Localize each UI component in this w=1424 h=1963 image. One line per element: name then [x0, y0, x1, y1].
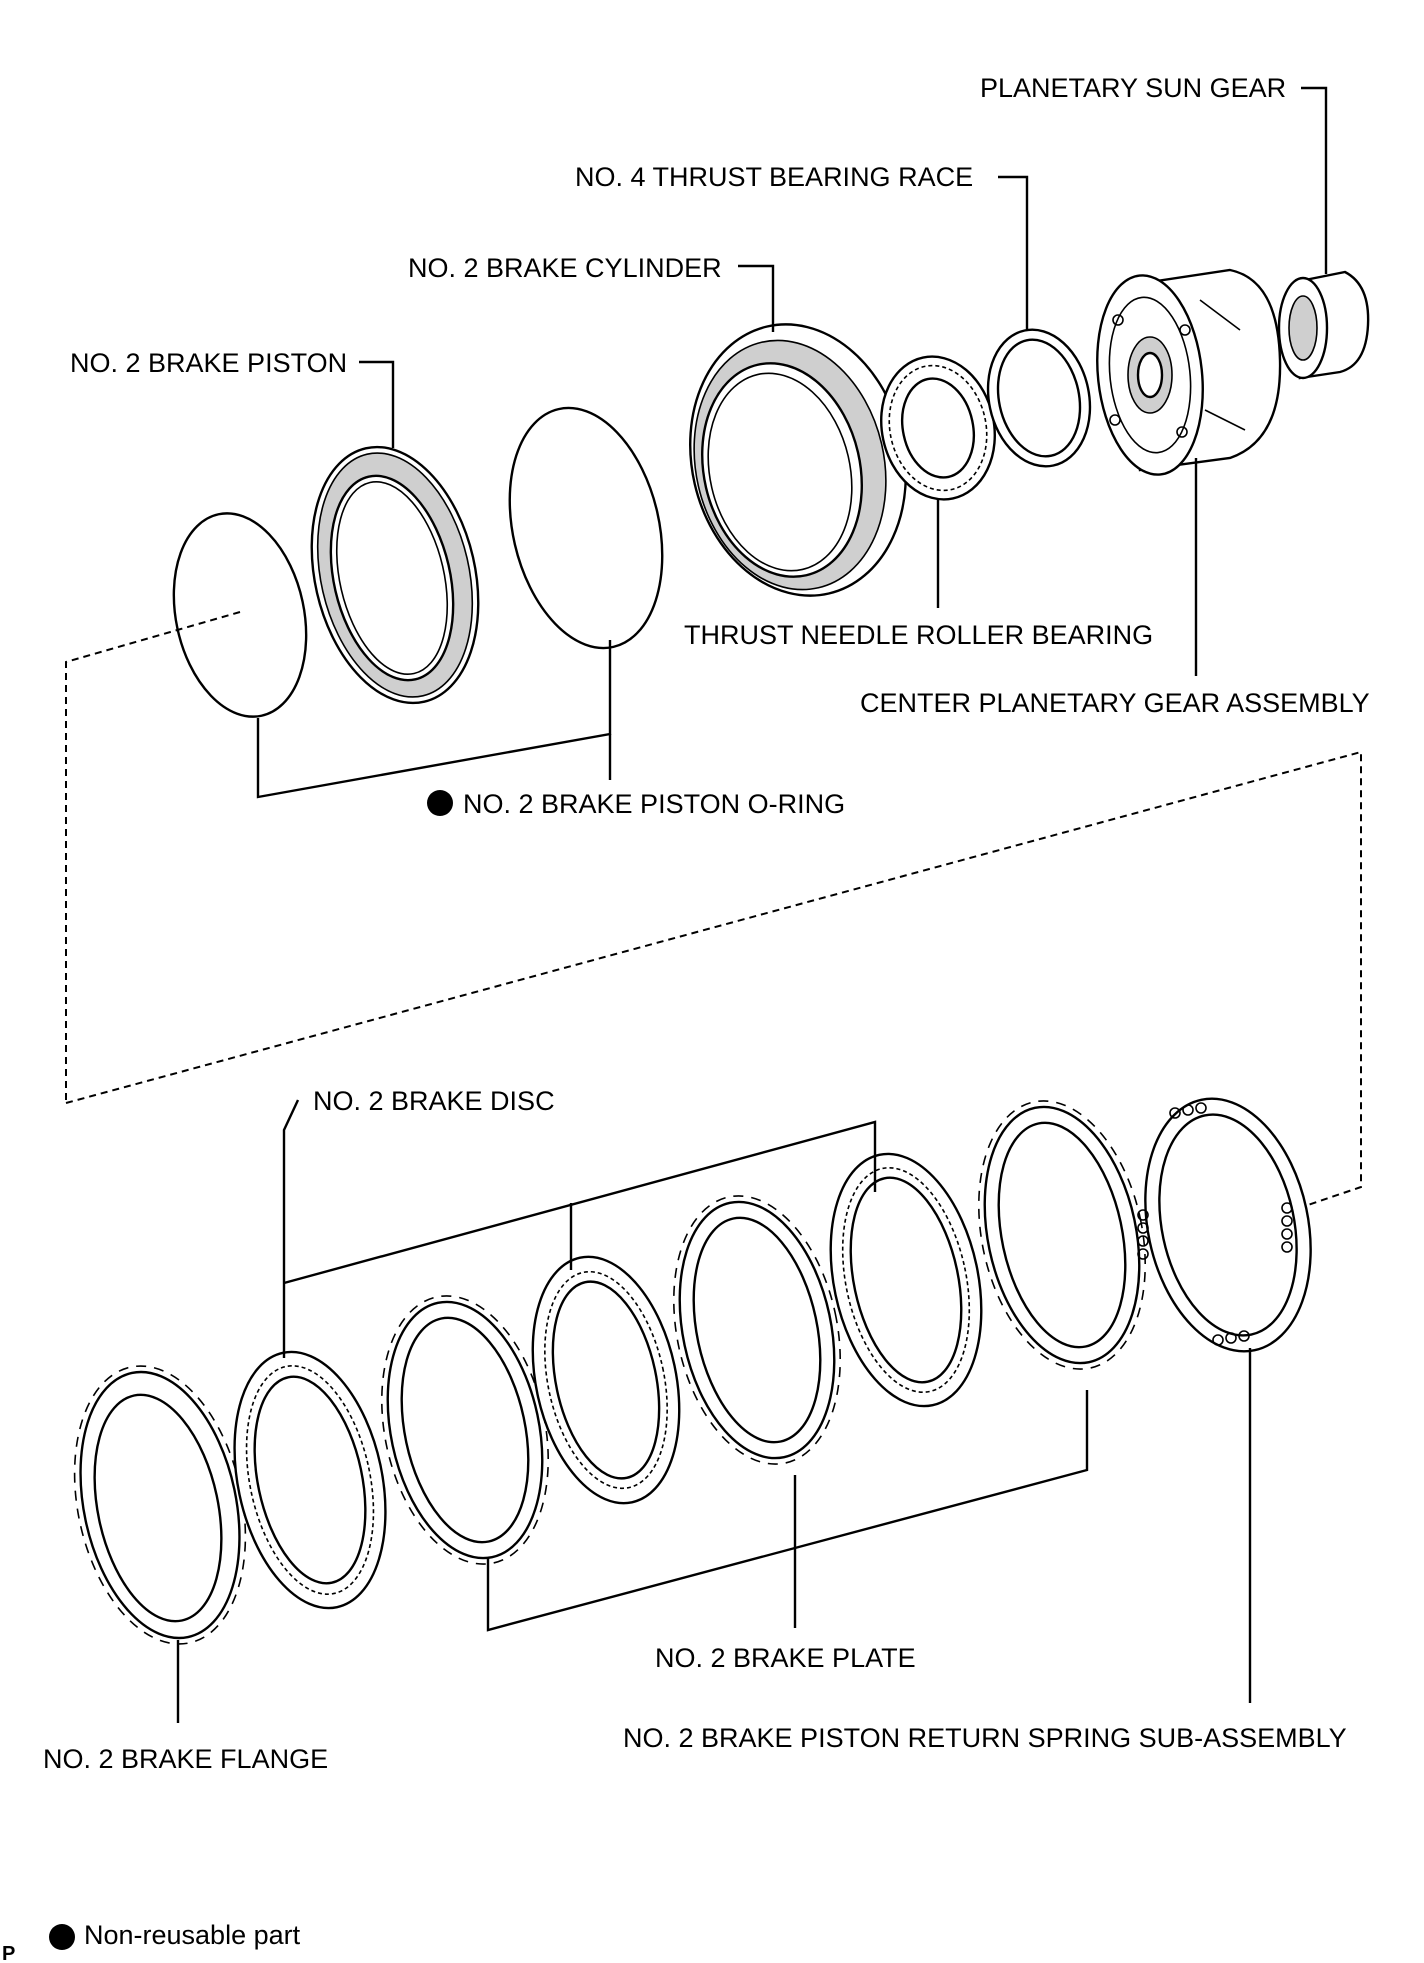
label-no2-brake-piston: NO. 2 BRAKE PISTON: [70, 348, 347, 378]
brake-plate-1-part: [380, 1295, 550, 1565]
leader-brake-disc: [282, 1099, 300, 1358]
o-ring-left-part: [172, 512, 308, 718]
brake-disc-1-part: [233, 1350, 387, 1610]
brake-piston-part: [310, 445, 480, 705]
label-thrust-needle-roller-bearing: THRUST NEEDLE ROLLER BEARING: [684, 620, 1153, 650]
planetary-gear-assembly-part: [1096, 268, 1282, 476]
label-no2-brake-piston-return-spring: NO. 2 BRAKE PISTON RETURN SPRING SUB-ASS…: [623, 1723, 1347, 1753]
legend-non-reusable-text: Non-reusable part: [84, 1920, 301, 1950]
brake-disc-3-part: [829, 1152, 983, 1408]
page-code: P: [2, 1943, 15, 1963]
non-reusable-marker-icon: [427, 790, 453, 816]
leader-brake-piston: [359, 360, 395, 448]
brake-disc-2-part: [531, 1255, 681, 1505]
label-planetary-sun-gear: PLANETARY SUN GEAR: [980, 73, 1286, 103]
brake-plate-2-part: [672, 1195, 842, 1465]
brake-plate-3-part: [977, 1100, 1147, 1370]
leader-o-ring: [256, 640, 612, 799]
return-spring-part: [1137, 1097, 1312, 1353]
alignment-dashed-line-left: [65, 611, 241, 1103]
label-no2-brake-flange: NO. 2 BRAKE FLANGE: [43, 1744, 328, 1774]
leader-sun-gear: [1301, 86, 1328, 274]
label-no2-brake-plate: NO. 2 BRAKE PLATE: [655, 1643, 916, 1673]
leader-brake-disc-bracket: [283, 1120, 877, 1285]
label-center-planetary-gear-assembly: CENTER PLANETARY GEAR ASSEMBLY: [860, 688, 1370, 718]
leader-brake-cylinder: [738, 264, 775, 332]
o-ring-right-part: [508, 406, 664, 650]
alignment-dashed-line-main: [65, 750, 1362, 1206]
thrust-bearing-race-part: [986, 328, 1092, 468]
label-no2-brake-disc: NO. 2 BRAKE DISC: [313, 1086, 555, 1116]
label-no4-thrust-bearing-race: NO. 4 THRUST BEARING RACE: [575, 162, 973, 192]
sun-gear-part: [1277, 270, 1370, 380]
leader-thrust-race: [998, 175, 1029, 330]
label-no2-brake-piston-o-ring: NO. 2 BRAKE PISTON O-RING: [463, 789, 845, 819]
leader-brake-plate: [486, 1390, 1089, 1632]
brake-flange-part: [73, 1365, 247, 1645]
label-no2-brake-cylinder: NO. 2 BRAKE CYLINDER: [408, 253, 722, 283]
legend-non-reusable-icon: [49, 1924, 75, 1950]
